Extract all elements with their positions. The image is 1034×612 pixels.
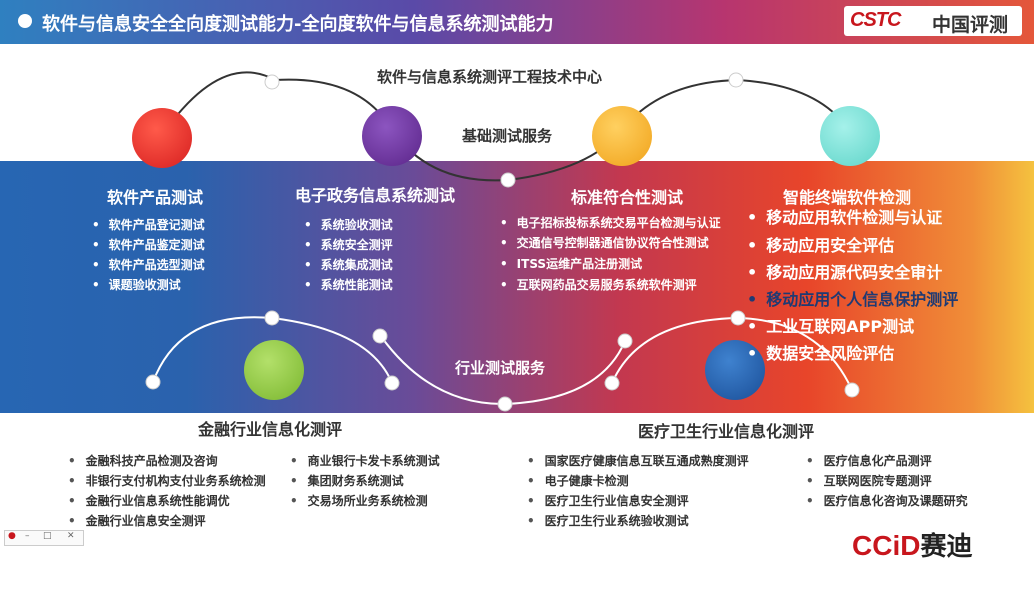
list-item: 软件产品选型测试: [92, 256, 205, 273]
list-item: 系统安全测评: [304, 236, 393, 253]
column-title-egov: 电子政务信息系统测试: [295, 186, 456, 205]
node-dot: [730, 310, 746, 326]
list-item: 移动应用个人信息保护测评: [747, 286, 958, 310]
basic-services-label: 基础测试服务: [462, 127, 553, 145]
list-item: 金融行业信息系统性能调优: [68, 492, 230, 509]
header-bar: 软件与信息安全全向度测试能力-全向度软件与信息系统测试能力 CSTC 中国评测: [0, 0, 1034, 44]
list-item: 医疗信息化产品测评: [806, 452, 932, 469]
node-dot: [264, 310, 280, 326]
column-title-software: 软件产品测试: [107, 188, 204, 207]
list-item: 商业银行卡发卡系统测试: [290, 452, 440, 469]
list-item: 互联网医院专题测评: [806, 472, 932, 489]
column-title-smart: 智能终端软件检测: [783, 188, 912, 207]
node-dot: [372, 328, 388, 344]
list-item: 软件产品鉴定测试: [92, 236, 205, 253]
mini-window-controls[interactable]: ● – □ ✕: [4, 530, 84, 546]
list-item: 交易场所业务系统检测: [290, 492, 428, 509]
close-icon[interactable]: ✕: [67, 531, 75, 541]
list-item: 移动应用软件检测与认证: [747, 204, 942, 228]
industry-title-finance: 金融行业信息化测评: [198, 420, 343, 439]
list-item: 移动应用安全评估: [747, 232, 894, 256]
egov-circle: [362, 106, 422, 166]
node-dot: [617, 333, 633, 349]
ccid-logo-en: CCiD: [852, 530, 921, 561]
list-item: 国家医疗健康信息互联互通成熟度测评: [527, 452, 749, 469]
list-item: 交通信号控制器通信协议符合性测试: [500, 234, 709, 251]
node-dot: [497, 396, 513, 412]
list-item: 系统集成测试: [304, 256, 393, 273]
list-item: 系统性能测试: [304, 276, 393, 293]
arc-bot-3: [379, 334, 506, 406]
arc-bot-2: [271, 317, 393, 384]
page-title: 软件与信息安全全向度测试能力-全向度软件与信息系统测试能力: [42, 14, 554, 35]
list-item: 金融行业信息安全测评: [68, 512, 206, 529]
list-item: 系统验收测试: [304, 216, 393, 233]
node-dot: [844, 382, 860, 398]
list-item: 数据安全风险评估: [747, 340, 894, 364]
node-dot: [264, 74, 280, 90]
list-item: 非银行支付机构支付业务系统检测: [68, 472, 266, 489]
node-dot: [604, 375, 620, 391]
logo-cstc-cn: 中国评测: [932, 14, 1009, 36]
arc-bot-4: [504, 340, 626, 405]
list-item: 医疗卫生行业信息安全测评: [527, 492, 689, 509]
node-dot: [500, 172, 516, 188]
arc-bot-5: [611, 317, 739, 384]
industry-services-label: 行业测试服务: [455, 359, 546, 377]
list-item: 电子健康卡检测: [527, 472, 629, 489]
column-title-standard: 标准符合性测试: [571, 188, 684, 207]
maximize-icon[interactable]: □: [43, 531, 52, 541]
node-dot: [384, 375, 400, 391]
cstc-logo: CSTC 中国评测: [844, 6, 1022, 36]
node-dot: [728, 72, 744, 88]
standard-circle: [592, 106, 652, 166]
software-product-circle: [132, 108, 192, 168]
list-item: 移动应用源代码安全审计: [747, 259, 942, 283]
list-item: 课题验收测试: [92, 276, 181, 293]
list-item: 医疗卫生行业系统验收测试: [527, 512, 689, 529]
node-dot: [145, 374, 161, 390]
list-item: 工业互联网APP测试: [747, 313, 914, 337]
list-item: 互联网药品交易服务系统软件测评: [500, 276, 697, 293]
smart-terminal-circle: [820, 106, 880, 166]
app-icon: ●: [8, 531, 16, 541]
list-item: 金融科技产品检测及咨询: [68, 452, 218, 469]
ccid-logo: CCiD赛迪: [852, 526, 972, 563]
bullet-icon: [18, 14, 32, 28]
industry-title-medical: 医疗卫生行业信息化测评: [638, 422, 815, 441]
list-item: 医疗信息化咨询及课题研究: [806, 492, 968, 509]
finance-circle: [244, 340, 304, 400]
list-item: 软件产品登记测试: [92, 216, 205, 233]
arc-bot-1: [152, 316, 273, 383]
logo-cstc-text: CSTC: [850, 9, 901, 31]
center-title: 软件与信息系统测评工程技术中心: [377, 68, 603, 86]
ccid-logo-cn: 赛迪: [920, 531, 973, 561]
minimize-icon[interactable]: –: [25, 531, 30, 541]
list-item: 电子招标投标系统交易平台检测与认证: [500, 214, 721, 231]
list-item: 集团财务系统测试: [290, 472, 404, 489]
list-item: ITSS运维产品注册测试: [500, 255, 642, 272]
